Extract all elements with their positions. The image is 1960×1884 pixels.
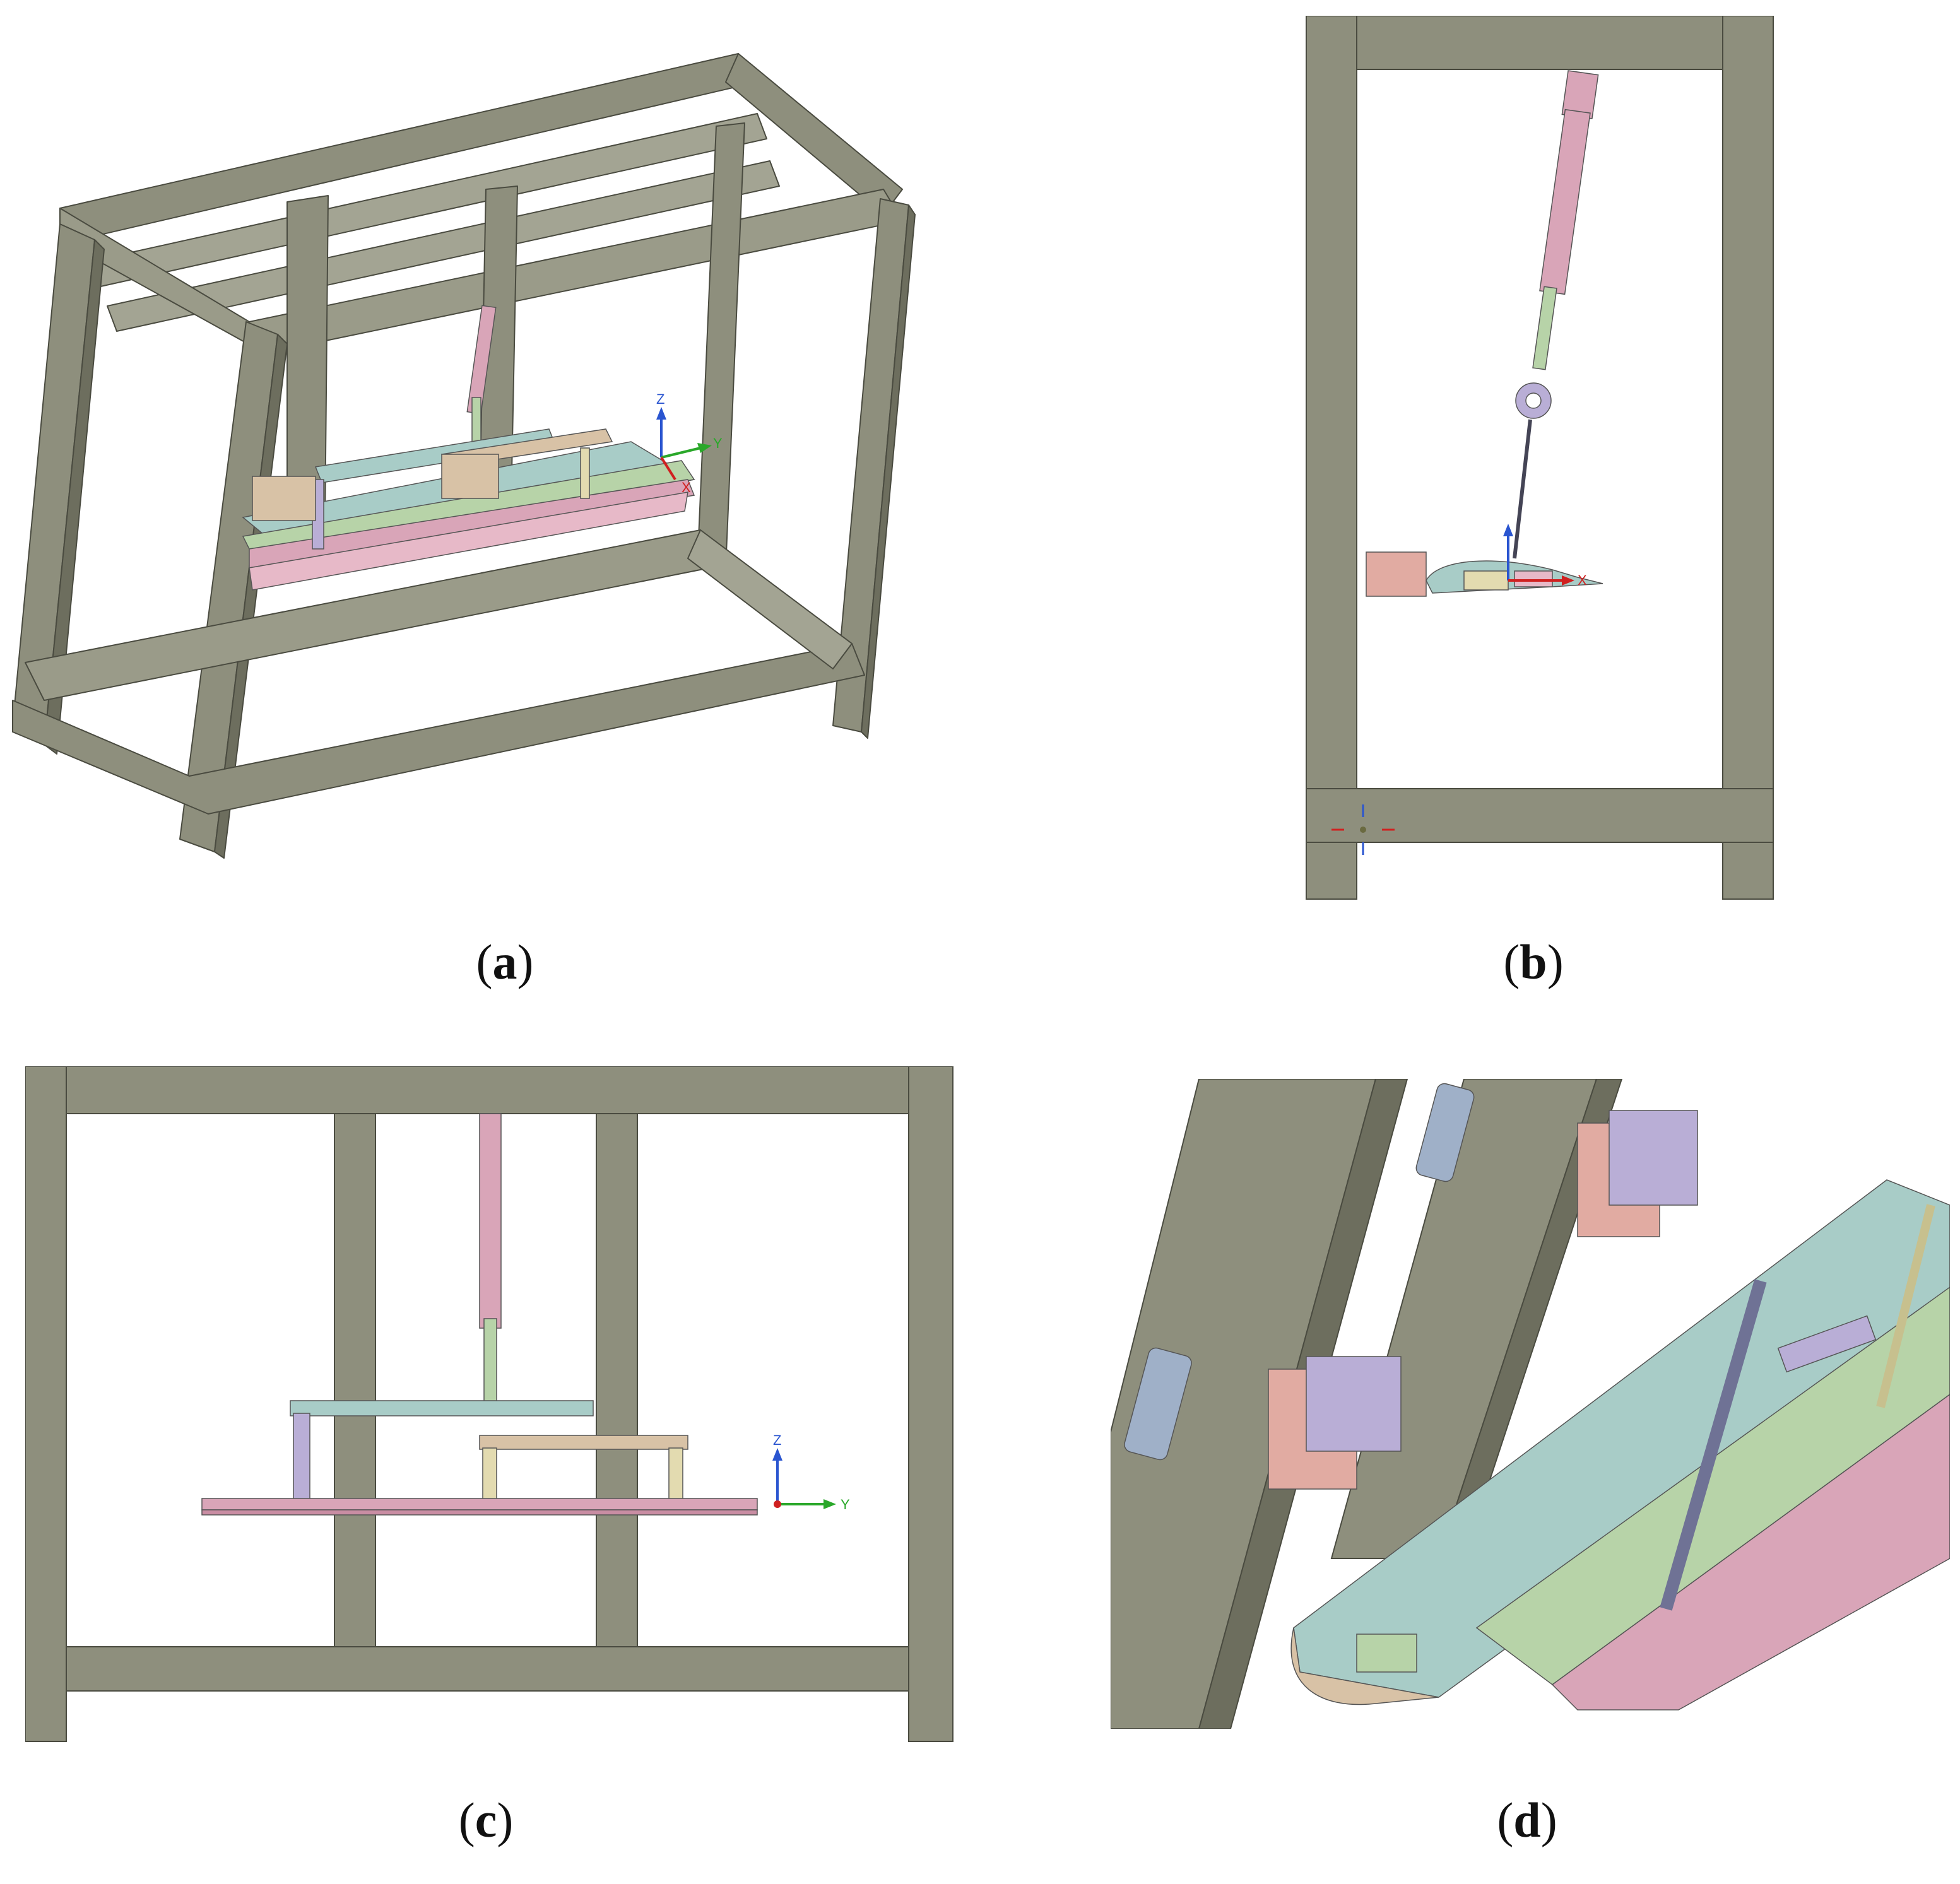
actuator-side — [1513, 70, 1599, 559]
mount-bracket — [1366, 551, 1427, 597]
left-link-arm — [293, 1413, 310, 1502]
frame-inner-post-right — [596, 1113, 638, 1685]
panel-a-isometric-view: Z Y X — [0, 38, 934, 871]
frame-bottom-front-rail — [12, 643, 865, 815]
frame-top-beam — [25, 1066, 953, 1114]
mount-bracket-right — [441, 454, 499, 499]
airfoil-plate — [201, 1498, 758, 1510]
side-frame-drawing: X — [1306, 16, 1774, 900]
origin-marker — [1331, 804, 1395, 855]
frame-left-post — [25, 1066, 67, 1742]
frame-right-post — [908, 1066, 953, 1742]
airfoil-section — [1366, 551, 1603, 597]
frame-bottom-beam — [1306, 788, 1774, 843]
actuator-rod — [471, 397, 481, 442]
coordinate-triad-a: Z Y X — [656, 391, 723, 495]
actuator-cylinder — [479, 1113, 502, 1329]
caption-d: (d) — [1497, 1793, 1557, 1847]
mechanism-front — [201, 1113, 758, 1516]
mount-brackets — [1124, 1083, 1698, 1490]
isometric-frame-drawing: Z Y X — [12, 53, 916, 859]
axis-label-z: Z — [656, 391, 664, 407]
axis-label-z: Z — [773, 1432, 781, 1448]
hinge-block — [1356, 1634, 1417, 1673]
airfoil-lower-surface — [1551, 1394, 1950, 1710]
frame-beam-left — [1111, 1079, 1377, 1729]
axis-label-y: Y — [841, 1497, 850, 1512]
frame-inner-post-left — [334, 1113, 376, 1685]
coordinate-triad-c: Z Y — [772, 1432, 850, 1512]
diagonal-link — [1660, 1279, 1767, 1611]
actuator-cylinder — [1539, 109, 1591, 295]
frame-top-mid-rail-2 — [107, 160, 780, 332]
panel-d-detail-view — [1111, 1079, 1950, 1729]
frame-bottom-beam — [66, 1646, 909, 1692]
frame-right-post — [1722, 16, 1774, 900]
right-link-arm — [580, 447, 590, 499]
mount-bracket-left — [252, 476, 316, 521]
caption-a: (a) — [476, 934, 534, 989]
caption-b: (b) — [1503, 934, 1564, 989]
panel-b-side-view: X — [1287, 16, 1792, 912]
airfoil-detail — [1290, 1179, 1950, 1710]
front-frame-drawing: Z Y — [25, 1066, 953, 1742]
airfoil-lower-surface — [249, 479, 695, 568]
axis-label-y: Y — [713, 435, 723, 451]
actuator-rod — [1532, 286, 1557, 370]
lower-linkage-bar — [479, 1435, 688, 1450]
axis-label-x: X — [682, 480, 691, 495]
actuator-rod — [483, 1318, 497, 1408]
detail-drawing — [1111, 1079, 1950, 1729]
right-link-arm — [668, 1447, 683, 1502]
axis-label-x: X — [1578, 572, 1587, 588]
upper-linkage-bar — [290, 1400, 594, 1416]
frame-bottom-right-rail — [687, 529, 853, 669]
push-rod — [1513, 419, 1532, 559]
panel-c-front-view: Z Y — [25, 1066, 959, 1748]
coordinate-triad-b: X — [1503, 524, 1587, 588]
caption-c: (c) — [458, 1793, 514, 1847]
center-link-arm — [482, 1447, 497, 1502]
mechanism-assembly — [242, 305, 696, 591]
frame-top-beam — [1306, 16, 1774, 70]
frame-left-post — [1306, 16, 1357, 900]
